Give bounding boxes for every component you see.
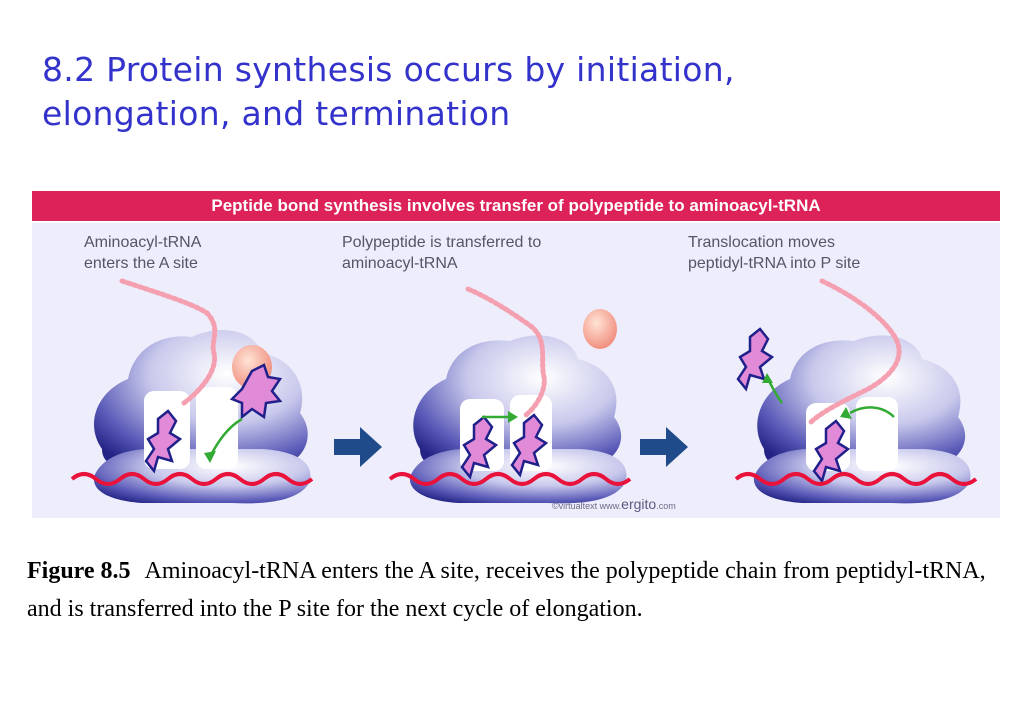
a-site-3 bbox=[856, 397, 898, 471]
stage-arrow-2 bbox=[640, 427, 688, 467]
released-factor-2 bbox=[583, 309, 617, 349]
aminoacyl-trna-2 bbox=[510, 413, 549, 478]
polypeptide-chain-1 bbox=[119, 278, 218, 406]
mrna-1 bbox=[70, 472, 314, 486]
polypeptide-chain-2 bbox=[465, 286, 547, 418]
figure-header: Peptide bond synthesis involves transfer… bbox=[32, 191, 1000, 223]
stage-3 bbox=[734, 278, 978, 504]
step-3-line-2: peptidyl-tRNA into P site bbox=[688, 255, 861, 272]
step-2-line-2: aminoacyl-tRNA bbox=[342, 255, 458, 272]
stage-1 bbox=[70, 278, 314, 504]
exiting-trna-3 bbox=[736, 327, 775, 392]
slide-title-line-1: 8.2 Protein synthesis occurs by initiati… bbox=[42, 50, 735, 89]
stage-arrow-1 bbox=[334, 427, 382, 467]
polypeptide-chain-3 bbox=[807, 278, 902, 426]
slide-title: 8.2 Protein synthesis occurs by initiati… bbox=[42, 48, 942, 136]
step-label-2: Polypeptide is transferred to aminoacyl-… bbox=[342, 232, 541, 274]
credit-prefix: ©virtualtext www. bbox=[552, 501, 622, 511]
entry-arrowhead-1 bbox=[204, 451, 216, 463]
figure-credit: ©virtualtext www.ergito.com bbox=[552, 497, 676, 513]
step-label-1: Aminoacyl-tRNA enters the A site bbox=[84, 232, 201, 274]
stage-2 bbox=[388, 286, 632, 504]
aminoacyl-trna-1 bbox=[229, 363, 283, 420]
translation-diagram bbox=[70, 278, 978, 504]
peptidyl-trna-1 bbox=[144, 409, 183, 474]
slide-title-line-2: elongation, and termination bbox=[42, 94, 511, 133]
step-label-3: Translocation moves peptidyl-tRNA into P… bbox=[688, 232, 860, 274]
peptidyl-trna-3 bbox=[812, 419, 851, 484]
credit-brand: ergito bbox=[621, 496, 657, 512]
transfer-arrowhead-2 bbox=[508, 411, 518, 423]
translocation-arrowhead-3 bbox=[840, 407, 852, 419]
mrna-3 bbox=[734, 472, 978, 486]
step-1-line-2: enters the A site bbox=[84, 255, 198, 272]
peptidyl-trna-2 bbox=[460, 415, 499, 480]
step-3-line-1: Translocation moves bbox=[688, 234, 836, 251]
a-site-1 bbox=[196, 387, 238, 469]
step-1-line-1: Aminoacyl-tRNA bbox=[84, 234, 202, 251]
step-2-line-1: Polypeptide is transferred to bbox=[342, 234, 542, 251]
caption-text: Aminoacyl-tRNA enters the A site, receiv… bbox=[27, 558, 986, 622]
figure-panel: Peptide bond synthesis involves transfer… bbox=[32, 191, 1000, 518]
caption-label: Figure 8.5 bbox=[27, 558, 131, 584]
mrna-2 bbox=[388, 472, 632, 486]
credit-suffix: .com bbox=[656, 501, 676, 511]
exit-arrowhead-3 bbox=[762, 373, 773, 383]
translocation-arrow-3 bbox=[849, 406, 895, 418]
